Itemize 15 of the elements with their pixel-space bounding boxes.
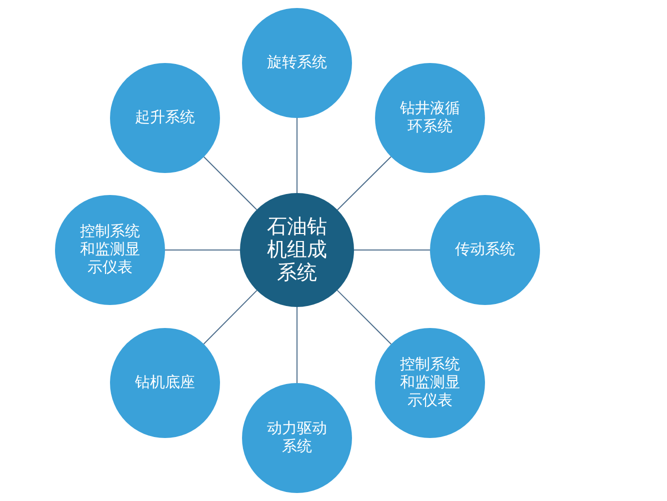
node-label: 动力驱动系统: [266, 420, 328, 456]
node-label: 钻机底座: [134, 374, 196, 392]
node-label: 旋转系统: [266, 54, 328, 72]
connector-line: [296, 118, 298, 194]
connector-line: [203, 156, 258, 210]
connector-line: [296, 306, 298, 384]
node-label: 控制系统和监测显示仪表: [79, 223, 141, 277]
node-label: 控制系统和监测显示仪表: [399, 356, 461, 410]
node-label: 钻井液循环系统: [399, 100, 461, 136]
node-label: 起升系统: [134, 109, 196, 127]
node-label: 石油钻机组成系统: [266, 216, 328, 284]
connector-line: [203, 290, 258, 344]
node-label: 传动系统: [454, 241, 516, 259]
connector-line: [336, 156, 392, 210]
connector-line: [336, 290, 392, 345]
